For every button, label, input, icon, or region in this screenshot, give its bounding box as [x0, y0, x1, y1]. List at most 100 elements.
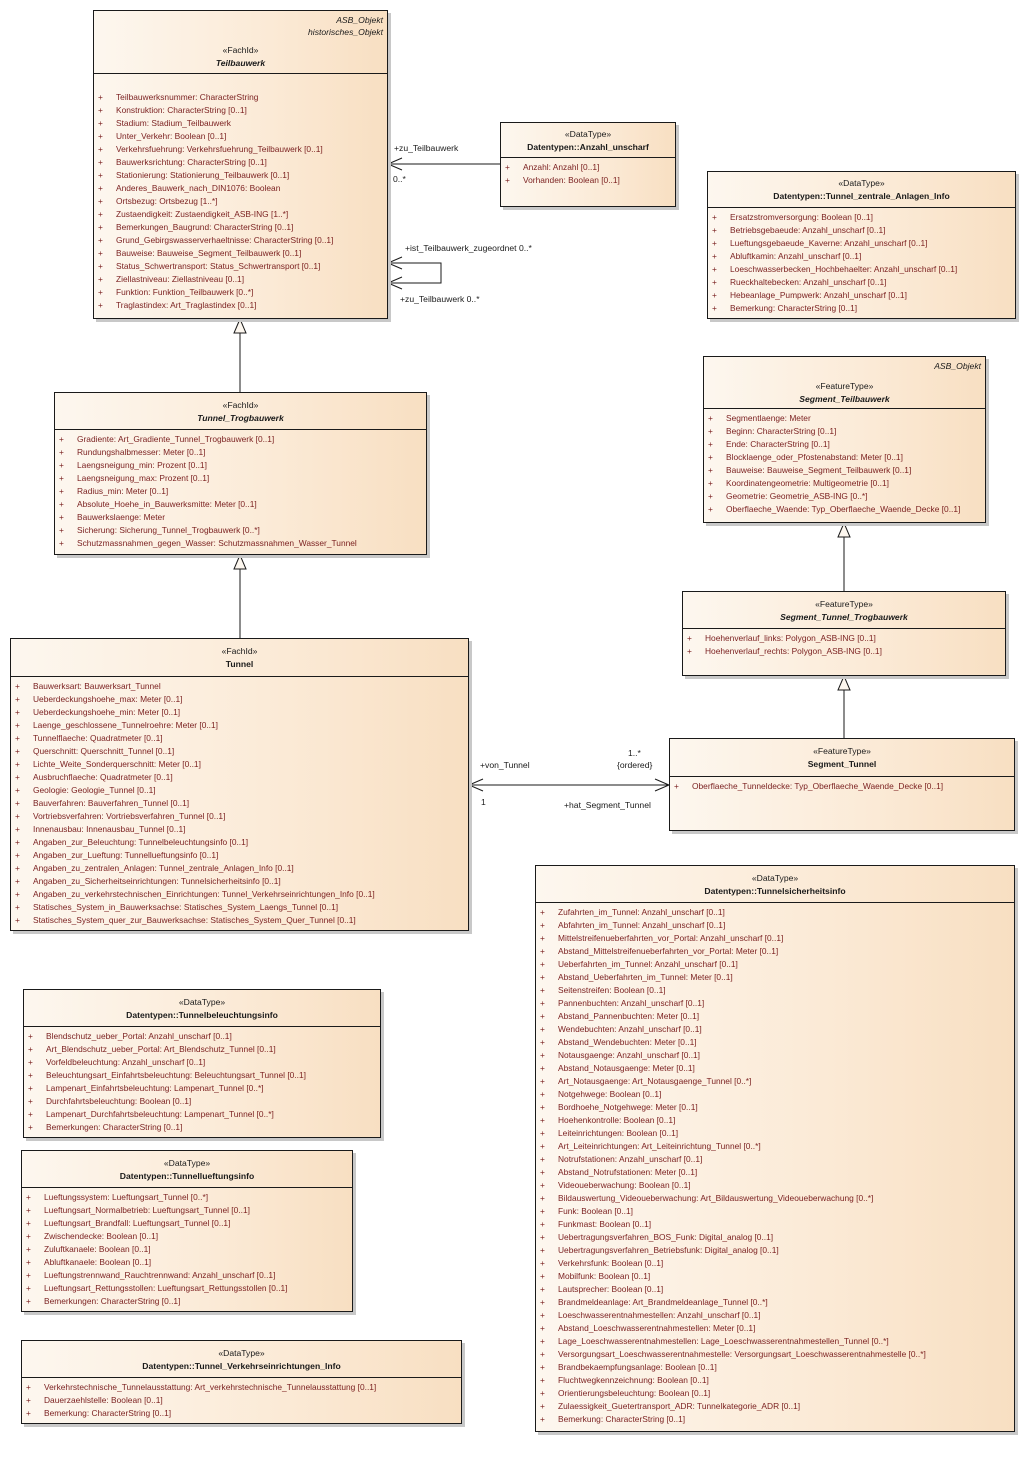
attribute-row[interactable]: +Konstruktion: CharacterString [0..1]	[94, 104, 387, 117]
class-tunnel-trogbauwerk[interactable]: «FachId» Tunnel_Trogbauwerk +Gradiente: …	[54, 392, 427, 555]
attribute-row[interactable]: +Uebertragungsverfahren_Betriebsfunk: Di…	[536, 1244, 1014, 1257]
attribute-row[interactable]: +Tunnelflaeche: Quadratmeter [0..1]	[11, 732, 468, 745]
attribute-row[interactable]: +Ziellastniveau: Ziellastniveau [0..1]	[94, 273, 387, 286]
attribute-row[interactable]: +Stadium: Stadium_Teilbauwerk	[94, 117, 387, 130]
attribute-row[interactable]: +Bemerkungen: CharacterString [0..1]	[24, 1121, 380, 1134]
attribute-row[interactable]: +Vortriebsverfahren: Vortriebsverfahren_…	[11, 810, 468, 823]
attribute-row[interactable]: +Lampenart_Einfahrtsbeleuchtung: Lampena…	[24, 1082, 380, 1095]
attribute-row[interactable]: +Funkmast: Boolean [0..1]	[536, 1218, 1014, 1231]
attribute-row[interactable]: +Lueftungsart_Normalbetrieb: Lueftungsar…	[22, 1204, 352, 1217]
attribute-row[interactable]: +Abfahrten_im_Tunnel: Anzahl_unscharf [0…	[536, 919, 1014, 932]
attribute-row[interactable]: +Angaben_zu_Sicherheitseinrichtungen: Tu…	[11, 875, 468, 888]
attribute-row[interactable]: +Zwischendecke: Boolean [0..1]	[22, 1230, 352, 1243]
attribute-row[interactable]: +Uebertragungsverfahren_BOS_Funk: Digita…	[536, 1231, 1014, 1244]
attribute-row[interactable]: +Vorhanden: Boolean [0..1]	[501, 174, 675, 187]
class-segment-tunnel[interactable]: «FeatureType» Segment_Tunnel +Oberflaech…	[669, 738, 1015, 831]
attribute-row[interactable]: +Oberflaeche_Waende: Typ_Oberflaeche_Wae…	[704, 503, 985, 516]
attribute-row[interactable]: +Geometrie: Geometrie_ASB-ING [0..*]	[704, 490, 985, 503]
attribute-row[interactable]: +Videoueberwachung: Boolean [0..1]	[536, 1179, 1014, 1192]
attribute-row[interactable]: +Mobilfunk: Boolean [0..1]	[536, 1270, 1014, 1283]
attribute-row[interactable]: +Bemerkungen: CharacterString [0..1]	[22, 1295, 352, 1308]
attribute-row[interactable]: +Abstand_Pannenbuchten: Meter [0..1]	[536, 1010, 1014, 1023]
attribute-row[interactable]: +Loeschwasserentnahmestellen: Anzahl_uns…	[536, 1309, 1014, 1322]
attribute-row[interactable]: +Lueftungsart_Brandfall: Lueftungsart_Tu…	[22, 1217, 352, 1230]
attribute-row[interactable]: +Schutzmassnahmen_gegen_Wasser: Schutzma…	[55, 537, 426, 550]
attribute-row[interactable]: +Ueberfahrten_im_Tunnel: Anzahl_unscharf…	[536, 958, 1014, 971]
association-anzahl-to-teilbauwerk[interactable]	[386, 157, 500, 171]
attribute-row[interactable]: +Versorgungsart_Loeschwasserentnahmestel…	[536, 1348, 1014, 1361]
attribute-row[interactable]: +Ueberdeckungshoehe_min: Meter [0..1]	[11, 706, 468, 719]
attribute-row[interactable]: +Pannenbuchten: Anzahl_unscharf [0..1]	[536, 997, 1014, 1010]
attribute-row[interactable]: +Beginn: CharacterString [0..1]	[704, 425, 985, 438]
attribute-row[interactable]: +Abstand_Loeschwasserentnahmestellen: Me…	[536, 1322, 1014, 1335]
attribute-row[interactable]: +Orientierungsbeleuchtung: Boolean [0..1…	[536, 1387, 1014, 1400]
attribute-row[interactable]: +Innenausbau: Innenausbau_Tunnel [0..1]	[11, 823, 468, 836]
attribute-row[interactable]: +Unter_Verkehr: Boolean [0..1]	[94, 130, 387, 143]
attribute-row[interactable]: +Geologie: Geologie_Tunnel [0..1]	[11, 784, 468, 797]
attribute-row[interactable]: +Zufahrten_im_Tunnel: Anzahl_unscharf [0…	[536, 906, 1014, 919]
attribute-row[interactable]: +Verkehrsfuehrung: Verkehrsfuehrung_Teil…	[94, 143, 387, 156]
attribute-row[interactable]: +Beleuchtungsart_Einfahrtsbeleuchtung: B…	[24, 1069, 380, 1082]
attribute-row[interactable]: +Zustaendigkeit: Zustaendigkeit_ASB-ING …	[94, 208, 387, 221]
attribute-row[interactable]: +Bauverfahren: Bauverfahren_Tunnel [0..1…	[11, 797, 468, 810]
attribute-row[interactable]: +Angaben_zu_verkehrstechnischen_Einricht…	[11, 888, 468, 901]
attribute-row[interactable]: +Bemerkung: CharacterString [0..1]	[22, 1407, 461, 1420]
attribute-row[interactable]: +Angaben_zur_Lueftung: Tunnellueftungsin…	[11, 849, 468, 862]
attribute-row[interactable]: +Betriebsgebaeude: Anzahl_unscharf [0..1…	[708, 224, 1015, 237]
class-tunnelbeleuchtungsinfo[interactable]: «DataType» Datentypen::Tunnelbeleuchtung…	[23, 989, 381, 1138]
attribute-row[interactable]: +Loeschwasserbecken_Hochbehaelter: Anzah…	[708, 263, 1015, 276]
attribute-row[interactable]: +Ortsbezug: Ortsbezug [1..*]	[94, 195, 387, 208]
attribute-row[interactable]: +Segmentlaenge: Meter	[704, 412, 985, 425]
attribute-row[interactable]: +Hoehenverlauf_links: Polygon_ASB-ING [0…	[683, 632, 1005, 645]
generalization-tunnel-to-tunnel-trogbauwerk[interactable]	[233, 553, 247, 638]
attribute-row[interactable]: +Laenge_geschlossene_Tunnelroehre: Meter…	[11, 719, 468, 732]
attribute-row[interactable]: +Grund_Gebirgswasserverhaeltnisse: Chara…	[94, 234, 387, 247]
class-tunnel[interactable]: «FachId» Tunnel +Bauwerksart: Bauwerksar…	[10, 638, 469, 931]
attribute-row[interactable]: +Laengsneigung_max: Prozent [0..1]	[55, 472, 426, 485]
attribute-row[interactable]: +Gradiente: Art_Gradiente_Tunnel_Trogbau…	[55, 433, 426, 446]
attribute-row[interactable]: +Ersatzstromversorgung: Boolean [0..1]	[708, 211, 1015, 224]
generalization-segment-tunnel-trogbauwerk-to-segment-teilbauwerk[interactable]	[837, 521, 851, 591]
attribute-row[interactable]: +Bemerkungen_Baugrund: CharacterString […	[94, 221, 387, 234]
attribute-row[interactable]: +Abstand_Ueberfahrten_im_Tunnel: Meter […	[536, 971, 1014, 984]
attribute-row[interactable]: +Querschnitt: Querschnitt_Tunnel [0..1]	[11, 745, 468, 758]
attribute-row[interactable]: +Oberflaeche_Tunneldecke: Typ_Oberflaech…	[670, 780, 1014, 793]
attribute-row[interactable]: +Stationierung: Stationierung_Teilbauwer…	[94, 169, 387, 182]
attribute-row[interactable]: +Status_Schwertransport: Status_Schwertr…	[94, 260, 387, 273]
attribute-row[interactable]: +Lautsprecher: Boolean [0..1]	[536, 1283, 1014, 1296]
attribute-row[interactable]: +Ende: CharacterString [0..1]	[704, 438, 985, 451]
attribute-row[interactable]: +Lueftungstrennwand_Rauchtrennwand: Anza…	[22, 1269, 352, 1282]
attribute-row[interactable]: +Abstand_Notrufstationen: Meter [0..1]	[536, 1166, 1014, 1179]
attribute-row[interactable]: +Dauerzaehlstelle: Boolean [0..1]	[22, 1394, 461, 1407]
attribute-row[interactable]: +Blocklaenge_oder_Pfostenabstand: Meter …	[704, 451, 985, 464]
attribute-row[interactable]: +Bauweise: Bauweise_Segment_Teilbauwerk …	[704, 464, 985, 477]
attribute-row[interactable]: +Radius_min: Meter [0..1]	[55, 485, 426, 498]
attribute-row[interactable]: +Funk: Boolean [0..1]	[536, 1205, 1014, 1218]
attribute-row[interactable]: +Notgehwege: Boolean [0..1]	[536, 1088, 1014, 1101]
attribute-row[interactable]: +Notrufstationen: Anzahl_unscharf [0..1]	[536, 1153, 1014, 1166]
attribute-row[interactable]: +Art_Blendschutz_ueber_Portal: Art_Blend…	[24, 1043, 380, 1056]
attribute-row[interactable]: +Ueberdeckungshoehe_max: Meter [0..1]	[11, 693, 468, 706]
class-tunnellueftungsinfo[interactable]: «DataType» Datentypen::Tunnellueftungsin…	[21, 1150, 353, 1312]
attribute-row[interactable]: +Sicherung: Sicherung_Tunnel_Trogbauwerk…	[55, 524, 426, 537]
attribute-row[interactable]: +Rueckhaltebecken: Anzahl_unscharf [0..1…	[708, 276, 1015, 289]
attribute-row[interactable]: +Lueftungssystem: Lueftungsart_Tunnel [0…	[22, 1191, 352, 1204]
attribute-row[interactable]: +Mittelstreifenueberfahrten_vor_Portal: …	[536, 932, 1014, 945]
attribute-row[interactable]: +Teilbauwerksnummer: CharacterString	[94, 91, 387, 104]
attribute-row[interactable]: +Statisches_System_in_Bauwerksachse: Sta…	[11, 901, 468, 914]
attribute-row[interactable]: +Angaben_zu_zentralen_Anlagen: Tunnel_ze…	[11, 862, 468, 875]
attribute-row[interactable]: +Funktion: Funktion_Teilbauwerk [0..*]	[94, 286, 387, 299]
class-segment-tunnel-trogbauwerk[interactable]: «FeatureType» Segment_Tunnel_Trogbauwerk…	[682, 591, 1006, 676]
attribute-row[interactable]: +Hebeanlage_Pumpwerk: Anzahl_unscharf [0…	[708, 289, 1015, 302]
attribute-row[interactable]: +Seitenstreifen: Boolean [0..1]	[536, 984, 1014, 997]
attribute-row[interactable]: +Lichte_Weite_Sonderquerschnitt: Meter […	[11, 758, 468, 771]
attribute-row[interactable]: +Statisches_System_quer_zur_Bauwerksachs…	[11, 914, 468, 927]
attribute-row[interactable]: +Bemerkung: CharacterString [0..1]	[536, 1413, 1014, 1426]
attribute-row[interactable]: +Bauwerkslaenge: Meter	[55, 511, 426, 524]
class-tunnel-verkehrseinrichtungen-info[interactable]: «DataType» Datentypen::Tunnel_Verkehrsei…	[21, 1340, 462, 1424]
generalization-tunnel-trogbauwerk-to-teilbauwerk[interactable]	[233, 317, 247, 392]
attribute-row[interactable]: +Hoehenkontrolle: Boolean [0..1]	[536, 1114, 1014, 1127]
association-tunnel-segment-tunnel[interactable]	[467, 778, 671, 792]
attribute-row[interactable]: +Abstand_Notausgaenge: Meter [0..1]	[536, 1062, 1014, 1075]
attribute-row[interactable]: +Durchfahrtsbeleuchtung: Boolean [0..1]	[24, 1095, 380, 1108]
